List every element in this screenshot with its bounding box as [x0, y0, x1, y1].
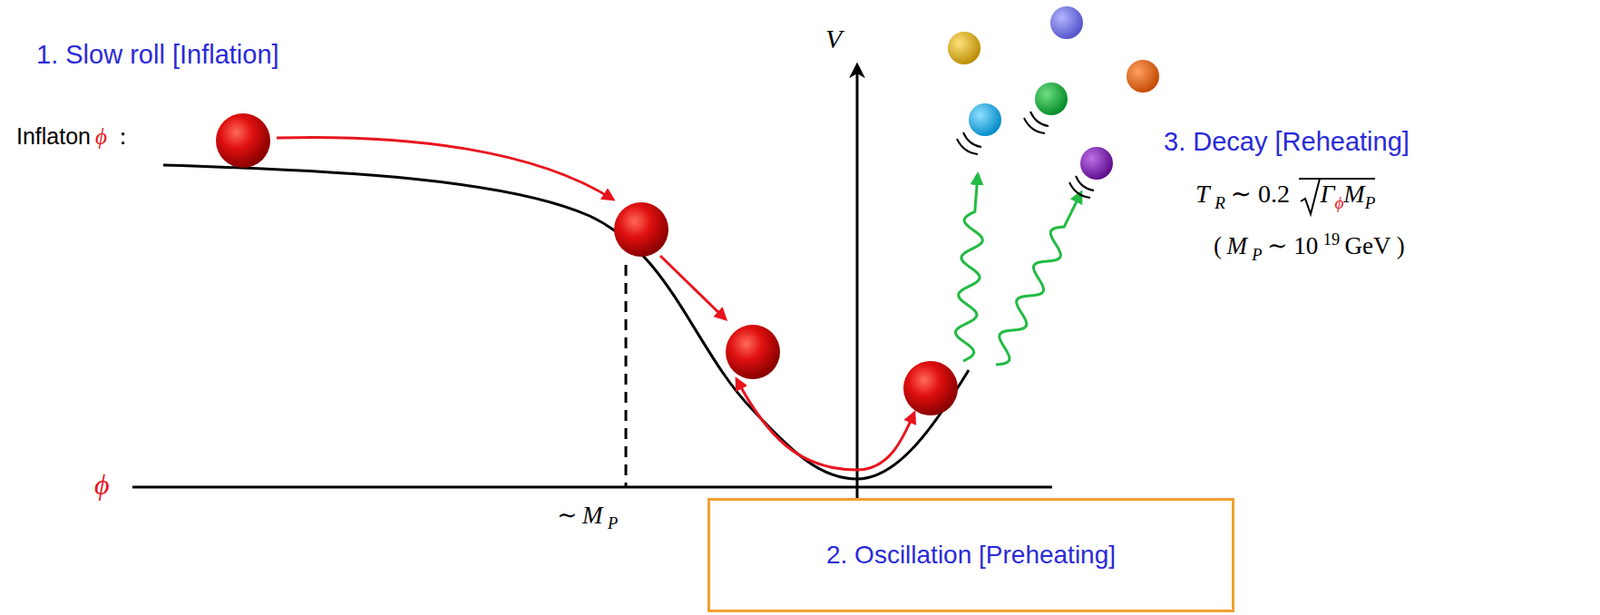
motion-marks — [956, 111, 1094, 198]
inflaton-ball — [725, 324, 781, 380]
label-row: Inflaton ϕ ： — [16, 121, 135, 152]
box-title: 2. Oscillation [Preheating] — [826, 540, 1116, 570]
dashed-marker — [624, 264, 628, 488]
label: ϕ — [95, 124, 108, 149]
label: M — [1226, 232, 1248, 260]
particle — [1050, 6, 1083, 40]
inflaton-ball — [215, 113, 271, 168]
inflaton-ball — [903, 360, 958, 416]
phi-axis — [132, 486, 1053, 489]
label: ( — [1213, 232, 1222, 260]
roll-arrow — [276, 136, 614, 200]
label: 3. Decay [Reheating] — [1163, 126, 1410, 157]
v-axis — [856, 65, 859, 508]
label: 19 — [1323, 230, 1340, 249]
label-row: 1. Slow roll [Inflation] — [36, 39, 280, 70]
label: P — [607, 514, 618, 533]
particle — [947, 31, 981, 65]
decay-wave — [955, 174, 983, 361]
label: ϕ — [94, 468, 110, 501]
label: V — [825, 23, 842, 54]
label: T — [1195, 179, 1210, 208]
stage-box: 2. Oscillation [Preheating] — [707, 497, 1235, 613]
label: ∼ 0.2 — [1229, 179, 1289, 208]
label: M — [1343, 179, 1365, 208]
potential-curve — [163, 165, 969, 479]
label: ： — [111, 123, 135, 149]
label: R — [1214, 193, 1226, 213]
square-root: ΓϕMP — [1298, 177, 1376, 214]
particle — [1034, 82, 1068, 116]
particle — [968, 103, 1002, 137]
label-row: V — [825, 23, 842, 55]
label: Inflaton — [16, 123, 91, 149]
oscillation-arrow — [736, 379, 915, 470]
particle — [1080, 146, 1113, 180]
label-row: T R ∼ 0.2 ΓϕMP — [1195, 177, 1376, 214]
roll-arrow — [660, 255, 726, 320]
label: 1. Slow roll [Inflation] — [36, 39, 280, 69]
label-row: ( M P ∼ 10 19 GeV ) — [1213, 230, 1405, 265]
label: GeV ) — [1344, 232, 1405, 260]
decay-wave — [995, 192, 1082, 365]
label: Γ — [1320, 179, 1336, 208]
label: ϕ — [1334, 193, 1344, 213]
label-row: ∼ M P — [556, 500, 618, 534]
particle — [1126, 59, 1160, 93]
label: ∼ 10 — [1267, 232, 1318, 260]
label-row: 3. Decay [Reheating] — [1163, 126, 1410, 157]
label: P — [1251, 245, 1262, 264]
label: M — [582, 501, 604, 529]
inflaton-ball — [614, 202, 669, 257]
label: P — [1365, 193, 1376, 213]
label: ∼ — [556, 501, 578, 529]
label-row: ϕ — [94, 468, 110, 502]
